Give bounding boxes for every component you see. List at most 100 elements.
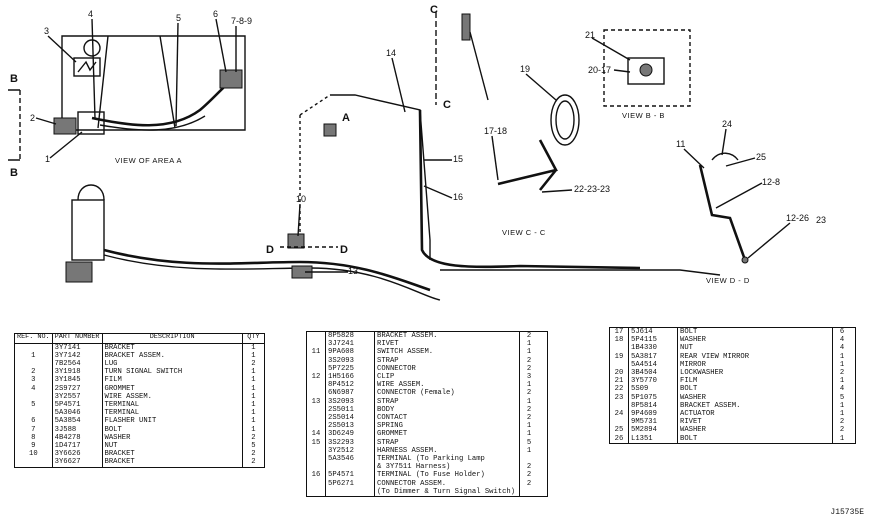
cell-qty: 2 [526,389,532,398]
pivot-bolt [741,256,749,264]
cell-part: 5P4571 [52,400,103,410]
cell-part: 8P5814 [628,401,678,411]
main-assembly: 10 D D 13 14 15 16 A [65,48,721,301]
cell-ref: 12 [307,373,326,382]
cell-ref [610,360,629,370]
view-c-c-group: C C 19 17-18 22-23-23 VIEW C - C [430,4,610,237]
cell-ref [307,340,326,349]
view-area-a-caption: VIEW OF AREA A [115,156,182,165]
cell-qty: 4 [839,385,845,394]
cell-desc: (To Dimmer & Turn Signal Switch) [374,487,520,497]
cell-part: 9P4609 [628,410,678,419]
cell-qty: 2 [526,471,532,480]
cell-ref: 4 [15,384,53,393]
cell-desc: CLIP [374,373,520,382]
parts-table-1: REF. NO. PART NUMBER DESCRIPTION QTY 3Y7… [14,333,265,468]
cell-desc: TURN SIGNAL SWITCH [102,368,243,377]
cell-ref [307,414,326,423]
cell-qty: 1 [251,384,256,393]
cell-qty: 2 [839,418,845,427]
cell-part: 1H5166 [325,373,375,382]
cell-desc: NUT [102,441,243,451]
cell-ref: 10 [15,450,53,459]
header-ref: REF. NO. [15,333,53,344]
callout-5: 5 [176,13,181,23]
cell-ref [610,344,629,353]
cell-desc: STRAP [374,438,520,447]
callout-12-8: 12-8 [762,177,780,187]
cell-part: 5S09 [628,385,678,394]
cell-part: 3Y6626 [52,450,103,459]
cell-part: 5J614 [628,328,678,337]
callout-17-18: 17-18 [484,126,507,136]
cell-desc: FLASHER UNIT [102,417,243,426]
cell-qty [520,455,539,463]
wire-harness-a2 [99,115,206,131]
cell-ref [307,405,326,415]
callout-14: 14 [386,48,396,58]
harness-right [440,269,721,276]
area-a-hole [83,39,101,57]
view-area-a: 3 4 5 6 7-8-9 2 1 VIEW OF AREA A B B [8,9,252,179]
cell-ref [307,389,326,398]
cell-ref [307,455,326,464]
cell-qty: 1 [526,340,532,349]
view-c-c-caption: VIEW C - C [502,228,546,237]
cell-part: 1B4330 [628,344,678,353]
cell-qty: 3 [526,373,532,382]
cell-qty: 1 [526,381,532,390]
cell-desc: TERMINAL (To Fuse Holder) [374,471,520,480]
cell-ref: 14 [307,430,326,439]
cell-qty: 1 [251,351,256,360]
cell-part: L1351 [628,434,678,443]
callout-19: 19 [520,64,530,74]
cell-part: 4B4278 [52,433,103,442]
cell-qty: 1 [839,434,845,443]
cell-ref: 19 [610,352,629,361]
cell-qty: 1 [526,446,532,455]
cell-part: 5P7225 [325,364,375,374]
actuator-head [711,152,739,161]
cell-qty: 1 [251,376,256,385]
cell-part: 3Y1918 [52,368,103,377]
cell-desc: WIRE ASSEM. [102,392,243,401]
section-c-top: C [430,4,438,16]
cell-part: 3S2093 [325,397,375,406]
callout-11: 11 [676,139,685,149]
cell-qty: 2 [526,405,532,414]
cell-part: 5P1075 [628,393,678,402]
cell-desc: CONNECTOR [374,364,520,374]
cell-part: 3S2293 [325,438,375,447]
cell-ref [15,458,53,467]
main-harness [103,248,431,292]
cell-qty: 1 [839,352,845,361]
callout-4: 4 [88,9,93,19]
cell-desc: BRACKET ASSEM. [677,401,833,411]
cell-part: 3Y7142 [52,351,103,360]
cell-ref: 5 [15,400,53,410]
cell-qty: 4 [839,336,845,345]
callout-7-8-9: 7-8-9 [231,16,252,26]
cell-part: 3Y2557 [52,392,103,401]
cell-ref: 13 [307,397,326,406]
cell-qty: 2 [251,450,256,459]
cell-ref [307,479,326,488]
cell-qty: 1 [251,425,256,434]
